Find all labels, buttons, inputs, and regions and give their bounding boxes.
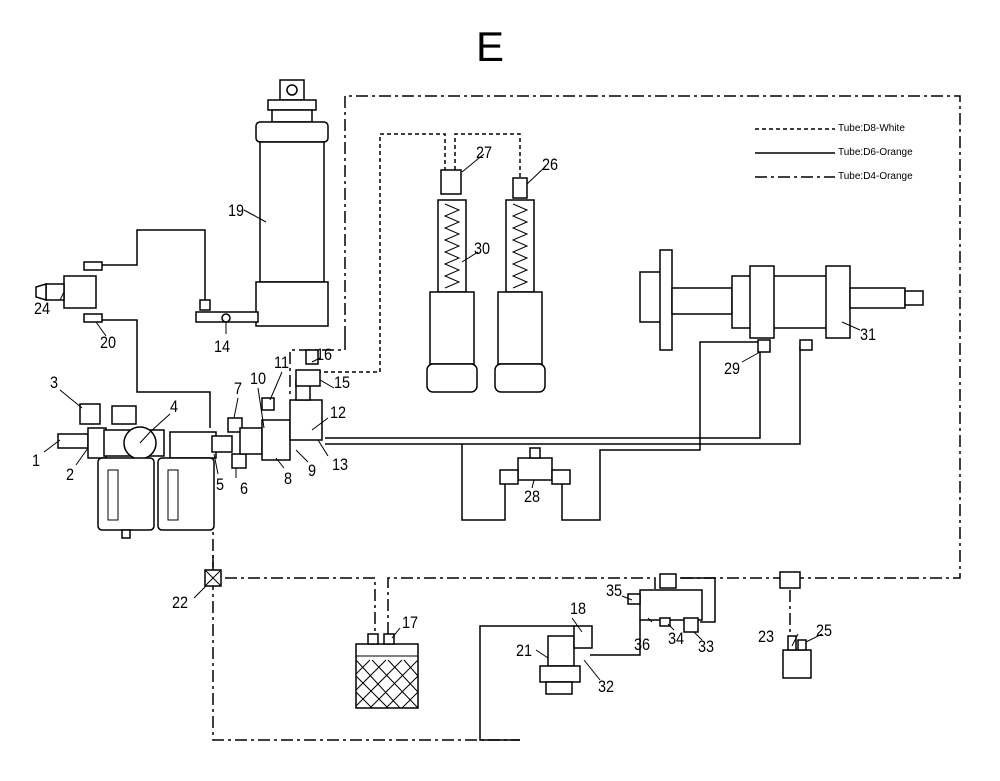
tube-d6-lines bbox=[95, 229, 801, 741]
regulator-28 bbox=[499, 447, 571, 485]
callout-13: 13 bbox=[332, 455, 349, 474]
callout-18: 18 bbox=[570, 599, 587, 618]
callout-6: 6 bbox=[240, 479, 249, 498]
legend-d6-label: Tube:D6-Orange bbox=[838, 147, 913, 158]
callout-12: 12 bbox=[330, 403, 347, 422]
callout-32: 32 bbox=[598, 677, 615, 696]
callout-16: 16 bbox=[316, 345, 333, 364]
callout-11: 11 bbox=[274, 353, 290, 372]
callout-30: 30 bbox=[474, 239, 491, 258]
callout-23: 23 bbox=[758, 627, 775, 646]
legend-d8-label: Tube:D8-White bbox=[838, 123, 905, 134]
callout-9: 9 bbox=[308, 461, 317, 480]
valve-block-36 bbox=[627, 573, 703, 633]
callout-27: 27 bbox=[476, 143, 493, 162]
air-cylinder-31 bbox=[639, 249, 924, 351]
callout-10: 10 bbox=[250, 369, 267, 388]
callout-31: 31 bbox=[860, 325, 877, 344]
callout-29: 29 bbox=[724, 359, 741, 378]
callout-17: 17 bbox=[402, 613, 419, 632]
callout-19: 19 bbox=[228, 201, 245, 220]
tube-d8-lines bbox=[310, 133, 521, 373]
callout-2: 2 bbox=[66, 465, 75, 484]
callout-7: 7 bbox=[234, 379, 243, 398]
callout-36: 36 bbox=[634, 635, 651, 654]
callout-24: 24 bbox=[34, 299, 51, 318]
valve-23 bbox=[779, 571, 812, 679]
callout-4: 4 bbox=[170, 397, 179, 416]
callout-5: 5 bbox=[216, 475, 225, 494]
valve-21 bbox=[539, 625, 593, 695]
legend-d4-label: Tube:D4-Orange bbox=[838, 171, 913, 182]
frl-unit bbox=[57, 403, 233, 539]
callout-28: 28 bbox=[524, 487, 541, 506]
leader-lines bbox=[43, 153, 861, 681]
diagram-title: E bbox=[476, 23, 505, 70]
callout-35: 35 bbox=[606, 581, 623, 600]
air-cylinder-19 bbox=[255, 79, 329, 327]
valve-14 bbox=[195, 299, 259, 323]
spring-cylinder-right bbox=[494, 177, 546, 393]
callout-20: 20 bbox=[100, 333, 117, 352]
callout-15: 15 bbox=[334, 373, 351, 392]
nozzle-24 bbox=[35, 261, 103, 323]
callout-25: 25 bbox=[816, 621, 833, 640]
callout-8: 8 bbox=[284, 469, 293, 488]
callout-33: 33 bbox=[698, 637, 715, 656]
callout-14: 14 bbox=[214, 337, 231, 356]
callout-34: 34 bbox=[668, 629, 685, 648]
callout-22: 22 bbox=[172, 593, 189, 612]
callout-3: 3 bbox=[50, 373, 59, 392]
callout-26: 26 bbox=[542, 155, 559, 174]
valve-manifold bbox=[227, 379, 323, 469]
callout-21: 21 bbox=[516, 641, 533, 660]
spring-cylinder-left bbox=[426, 169, 478, 393]
callout-1: 1 bbox=[32, 451, 41, 470]
